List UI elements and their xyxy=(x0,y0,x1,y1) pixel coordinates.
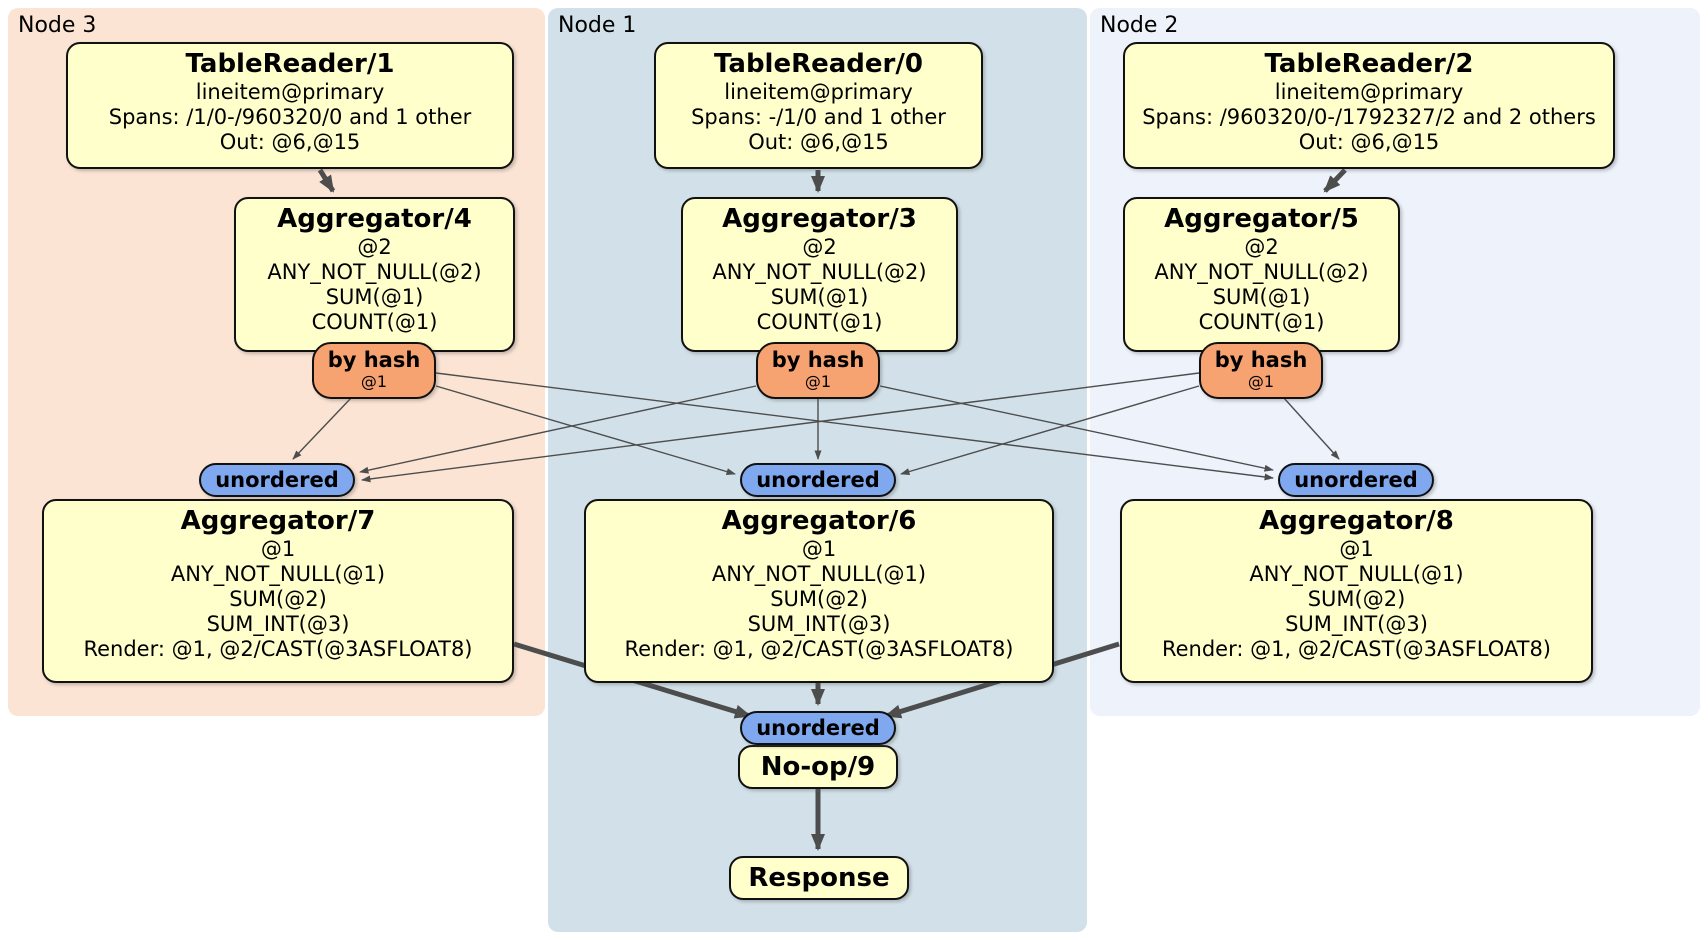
processor-line: ANY_NOT_NULL(@1) xyxy=(170,562,386,586)
router-detail: @1 xyxy=(360,372,388,391)
stream-unordered-node1: unordered xyxy=(740,463,896,497)
processor-line: lineitem@primary xyxy=(1274,80,1464,104)
stream-unordered-final: unordered xyxy=(740,711,896,745)
processor-aggregator-7: Aggregator/7 @1 ANY_NOT_NULL(@1) SUM(@2)… xyxy=(42,499,514,683)
processor-tablereader-1: TableReader/1 lineitem@primary Spans: /1… xyxy=(66,42,514,169)
region-node3-label: Node 3 xyxy=(18,13,97,38)
router-label: by hash xyxy=(1214,348,1308,372)
processor-tablereader-2: TableReader/2 lineitem@primary Spans: /9… xyxy=(1123,42,1615,169)
processor-line: @1 xyxy=(801,537,837,561)
processor-title: No-op/9 xyxy=(760,752,876,782)
processor-aggregator-4: Aggregator/4 @2 ANY_NOT_NULL(@2) SUM(@1)… xyxy=(234,197,515,352)
processor-tablereader-0: TableReader/0 lineitem@primary Spans: -/… xyxy=(654,42,983,169)
processor-line: Render: @1, @2/CAST(@3ASFLOAT8) xyxy=(1161,637,1552,661)
processor-title: Aggregator/6 xyxy=(721,506,917,536)
processor-line: @1 xyxy=(1339,537,1374,561)
processor-line: SUM(@2) xyxy=(229,587,327,611)
processor-line: COUNT(@1) xyxy=(311,310,438,334)
router-detail: @1 xyxy=(1247,372,1275,391)
processor-line: Out: @6,@15 xyxy=(748,130,889,154)
processor-line: ANY_NOT_NULL(@2) xyxy=(1154,260,1369,284)
processor-title: Response xyxy=(748,863,890,893)
stream-unordered-node2: unordered xyxy=(1278,463,1434,497)
processor-aggregator-8: Aggregator/8 @1 ANY_NOT_NULL(@1) SUM(@2)… xyxy=(1120,499,1593,683)
router-by-hash-node1: by hash @1 xyxy=(756,342,880,399)
processor-line: ANY_NOT_NULL(@2) xyxy=(267,260,482,284)
processor-title: Aggregator/5 xyxy=(1164,204,1359,234)
processor-line: SUM_INT(@3) xyxy=(1285,612,1428,636)
processor-aggregator-6: Aggregator/6 @1 ANY_NOT_NULL(@1) SUM(@2)… xyxy=(584,499,1054,683)
processor-line: SUM(@1) xyxy=(325,285,424,309)
processor-line: SUM(@1) xyxy=(770,285,869,309)
processor-title: TableReader/0 xyxy=(714,49,923,79)
router-detail: @1 xyxy=(804,372,832,391)
processor-line: Render: @1, @2/CAST(@3ASFLOAT8) xyxy=(83,637,473,661)
processor-title: TableReader/2 xyxy=(1264,49,1474,79)
processor-title: Aggregator/4 xyxy=(277,204,472,234)
processor-line: @2 xyxy=(1244,235,1279,259)
router-label: by hash xyxy=(771,348,865,372)
processor-line: Out: @6,@15 xyxy=(219,130,361,154)
processor-response: Response xyxy=(729,856,909,900)
router-by-hash-node2: by hash @1 xyxy=(1199,342,1323,399)
processor-line: SUM_INT(@3) xyxy=(747,612,891,636)
processor-line: lineitem@primary xyxy=(195,80,385,104)
region-node1-label: Node 1 xyxy=(558,13,637,38)
router-label: by hash xyxy=(327,348,421,372)
processor-title: TableReader/1 xyxy=(185,49,395,79)
processor-line: Out: @6,@15 xyxy=(1298,130,1440,154)
router-by-hash-node3: by hash @1 xyxy=(312,342,436,399)
processor-line: SUM(@1) xyxy=(1212,285,1311,309)
processor-noop-9: No-op/9 xyxy=(738,745,898,789)
processor-line: @1 xyxy=(260,537,296,561)
processor-line: Spans: /960320/0-/1792327/2 and 2 others xyxy=(1142,105,1596,129)
processor-title: Aggregator/8 xyxy=(1259,506,1454,536)
processor-line: SUM(@2) xyxy=(1307,587,1406,611)
processor-line: COUNT(@1) xyxy=(756,310,883,334)
processor-line: Spans: -/1/0 and 1 other xyxy=(691,105,946,129)
processor-line: ANY_NOT_NULL(@1) xyxy=(711,562,927,586)
stream-unordered-node3: unordered xyxy=(199,463,355,497)
processor-title: Aggregator/7 xyxy=(180,506,376,536)
processor-line: Spans: /1/0-/960320/0 and 1 other xyxy=(108,105,472,129)
region-node2-label: Node 2 xyxy=(1100,13,1179,38)
processor-line: @2 xyxy=(802,235,837,259)
processor-aggregator-5: Aggregator/5 @2 ANY_NOT_NULL(@2) SUM(@1)… xyxy=(1123,197,1400,352)
processor-line: @2 xyxy=(357,235,392,259)
processor-line: Render: @1, @2/CAST(@3ASFLOAT8) xyxy=(624,637,1014,661)
processor-line: SUM(@2) xyxy=(770,587,868,611)
processor-line: COUNT(@1) xyxy=(1198,310,1325,334)
processor-line: lineitem@primary xyxy=(724,80,913,104)
processor-line: SUM_INT(@3) xyxy=(206,612,350,636)
processor-line: ANY_NOT_NULL(@2) xyxy=(712,260,927,284)
processor-title: Aggregator/3 xyxy=(722,204,917,234)
processor-line: ANY_NOT_NULL(@1) xyxy=(1249,562,1464,586)
processor-aggregator-3: Aggregator/3 @2 ANY_NOT_NULL(@2) SUM(@1)… xyxy=(681,197,958,352)
